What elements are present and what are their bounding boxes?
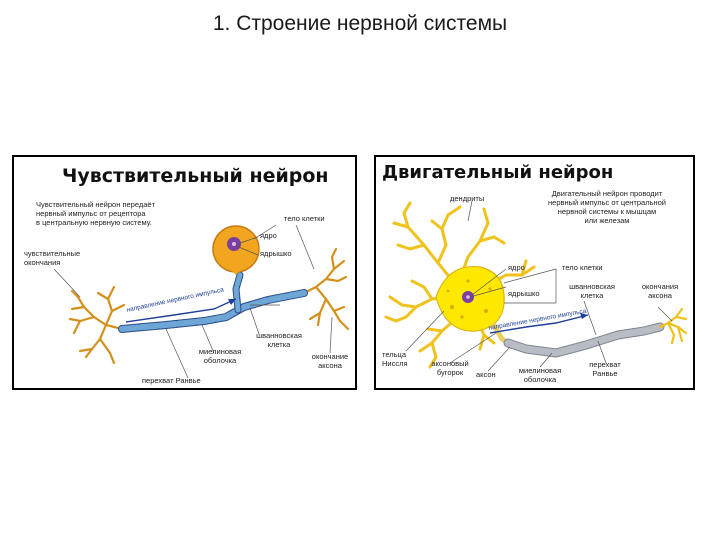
motor-label-schwann-line-1: шванновская (569, 282, 615, 291)
motor-label-myelin-line-1: миелиновая (518, 366, 562, 375)
motor-neuron-illustration (384, 200, 688, 372)
motor-label-cell-body: тело клетки (562, 263, 603, 272)
sensory-label-cell-body: тело клетки (284, 214, 325, 223)
sensory-label-endings-line-1: чувствительные (24, 249, 81, 258)
sensory-label-nucleus: ядро (260, 231, 277, 240)
sensory-description-line-1: Чувствительный нейрон передаёт (36, 200, 156, 209)
sensory-heading: Чувствительный нейрон (62, 165, 329, 187)
motor-label-node-line-1: перехват (589, 360, 621, 369)
motor-label-schwann-line-2: клетка (580, 291, 604, 300)
motor-description-line-2: нервный импульс от центральной (548, 198, 666, 207)
motor-label-nissl-line-2: Ниссля (382, 359, 408, 368)
sensory-description-line-2: нервный импульс от рецептора (36, 209, 146, 218)
sensory-label-schwann-line-2: клетка (267, 340, 291, 349)
motor-myelinated-axon (503, 322, 665, 358)
motor-label-dendrites: дендриты (450, 194, 485, 203)
sensory-label-axon-ending-line-1: окончание (311, 352, 349, 361)
motor-axon-ending-branches (658, 307, 688, 345)
sensory-label-endings-line-2: окончания (24, 258, 61, 267)
sensory-description-line-3: в центральную нервную систему. (36, 218, 152, 227)
motor-label-axon: аксон (476, 370, 496, 379)
sensory-label-myelin-line-1: миелиновая (198, 347, 242, 356)
motor-label-nucleolus: ядрышко (508, 289, 540, 298)
sensory-neuron-panel: Чувствительный нейрон Чувствительный ней… (12, 155, 357, 390)
motor-label-axon-ending-line-1: окончания (641, 282, 679, 291)
motor-description-line-3: нервной системы к мышцам (557, 207, 657, 216)
motor-neuron-panel: Двигательный нейрон дендриты Двигательны… (374, 155, 695, 390)
sensory-label-schwann-line-1: шванновская (256, 331, 302, 340)
motor-label-axon-ending-line-2: аксона (648, 291, 672, 300)
motor-label-node-line-2: Ранвье (592, 369, 618, 378)
sensory-impulse-arrow (125, 298, 237, 323)
sensory-label-node-of-ranvier: перехват Ранвье (142, 376, 201, 385)
sensory-label-axon-ending-line-2: аксона (318, 361, 342, 370)
sensory-axon-ending-branches (302, 247, 350, 331)
motor-label-hillock-line-1: аксоновый (431, 359, 469, 368)
sensory-nucleolus (232, 242, 236, 246)
motor-heading: Двигательный нейрон (382, 162, 614, 183)
slide-title: 1. Строение нервной системы (212, 12, 508, 35)
motor-label-hillock-line-2: бугорок (436, 368, 464, 377)
motor-impulse-arrow (489, 314, 589, 334)
sensory-label-myelin-line-2: оболочка (203, 356, 237, 365)
motor-label-nucleus: ядро (508, 263, 525, 272)
motor-impulse-arrowhead (580, 313, 588, 319)
motor-label-myelin-line-2: оболочка (523, 375, 557, 384)
motor-nissl-bodies (446, 279, 492, 319)
motor-description-line-1: Двигательный нейрон проводит (551, 189, 663, 198)
motor-description-line-4: или железам (584, 216, 630, 225)
sensory-endings-branches (68, 285, 126, 365)
motor-nucleolus (466, 295, 470, 299)
sensory-leader-lines (53, 224, 333, 379)
motor-leader-lines (405, 200, 673, 372)
sensory-impulse-arrowhead (228, 299, 236, 305)
sensory-axon (118, 271, 308, 333)
sensory-neuron-illustration (53, 224, 350, 379)
motor-label-nissl-line-1: тельца (382, 350, 407, 359)
sensory-label-nucleolus: ядрышко (260, 249, 292, 258)
